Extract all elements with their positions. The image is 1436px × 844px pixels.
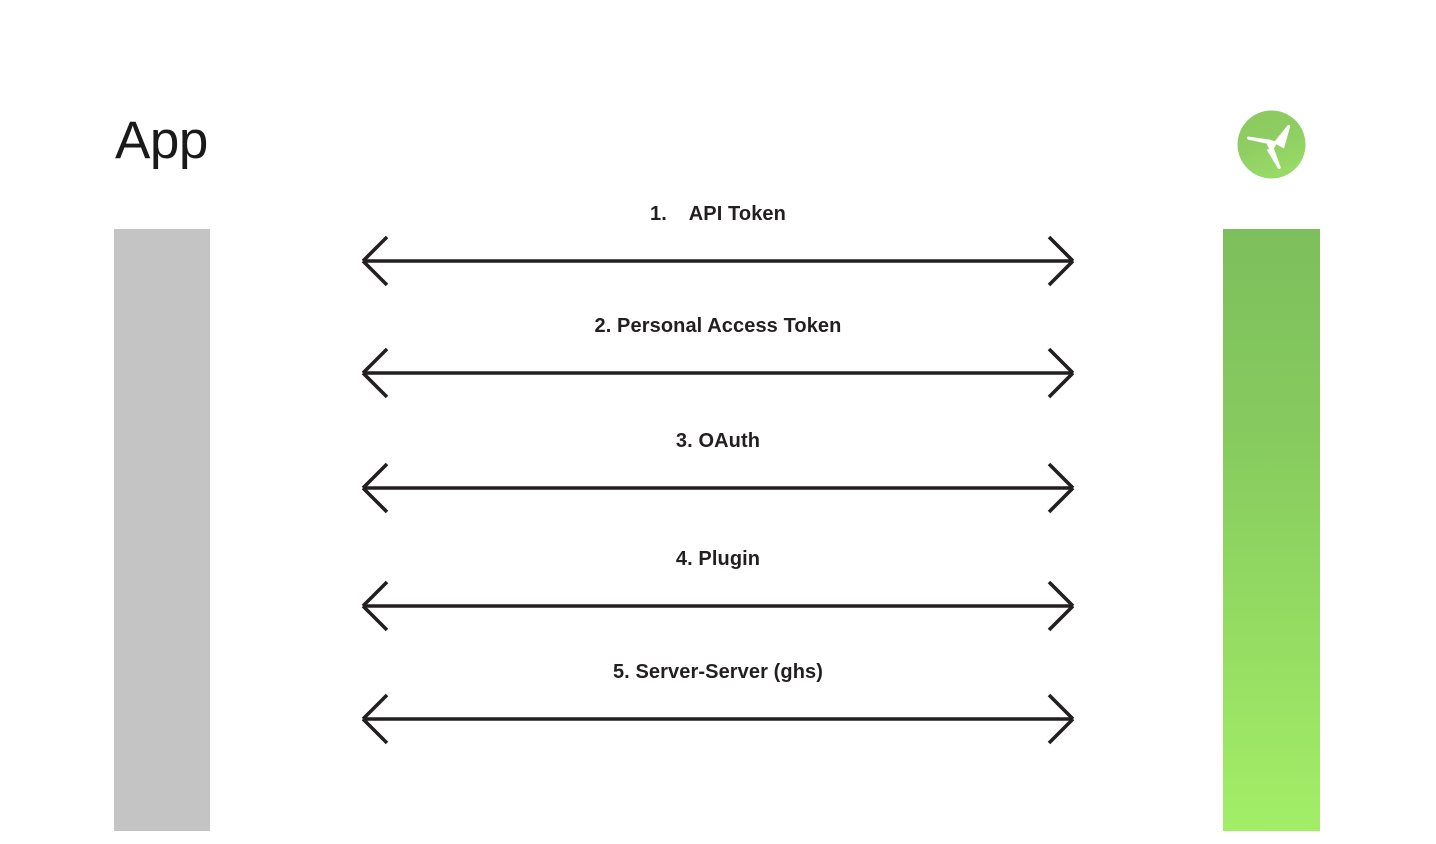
message-label: 4. Plugin: [675, 548, 761, 570]
bidirectional-arrow-icon: [361, 462, 1075, 514]
pinwheel-logo: [1236, 109, 1307, 180]
message-label: 3. OAuth: [675, 430, 761, 452]
message-row: 4. Plugin: [338, 546, 1098, 632]
message-row: 1. API Token: [338, 201, 1098, 287]
pinwheel-blades-icon: [1246, 124, 1291, 170]
message-label: 1. API Token: [650, 203, 786, 225]
bidirectional-arrow-icon: [361, 693, 1075, 745]
message-row: 5. Server-Server (ghs): [338, 659, 1098, 745]
bidirectional-arrow-icon: [361, 580, 1075, 632]
message-label: 5. Server-Server (ghs): [612, 661, 824, 683]
message-row: 2. Personal Access Token: [338, 313, 1098, 399]
message-label: 2. Personal Access Token: [594, 315, 842, 337]
page-title: App: [115, 111, 208, 170]
bidirectional-arrow-icon: [361, 347, 1075, 399]
lifeline-app: [114, 229, 210, 831]
lifeline-service: [1223, 229, 1320, 831]
bidirectional-arrow-icon: [361, 235, 1075, 287]
message-row: 3. OAuth: [338, 428, 1098, 514]
pinwheel-logo-svg: [1237, 110, 1306, 179]
